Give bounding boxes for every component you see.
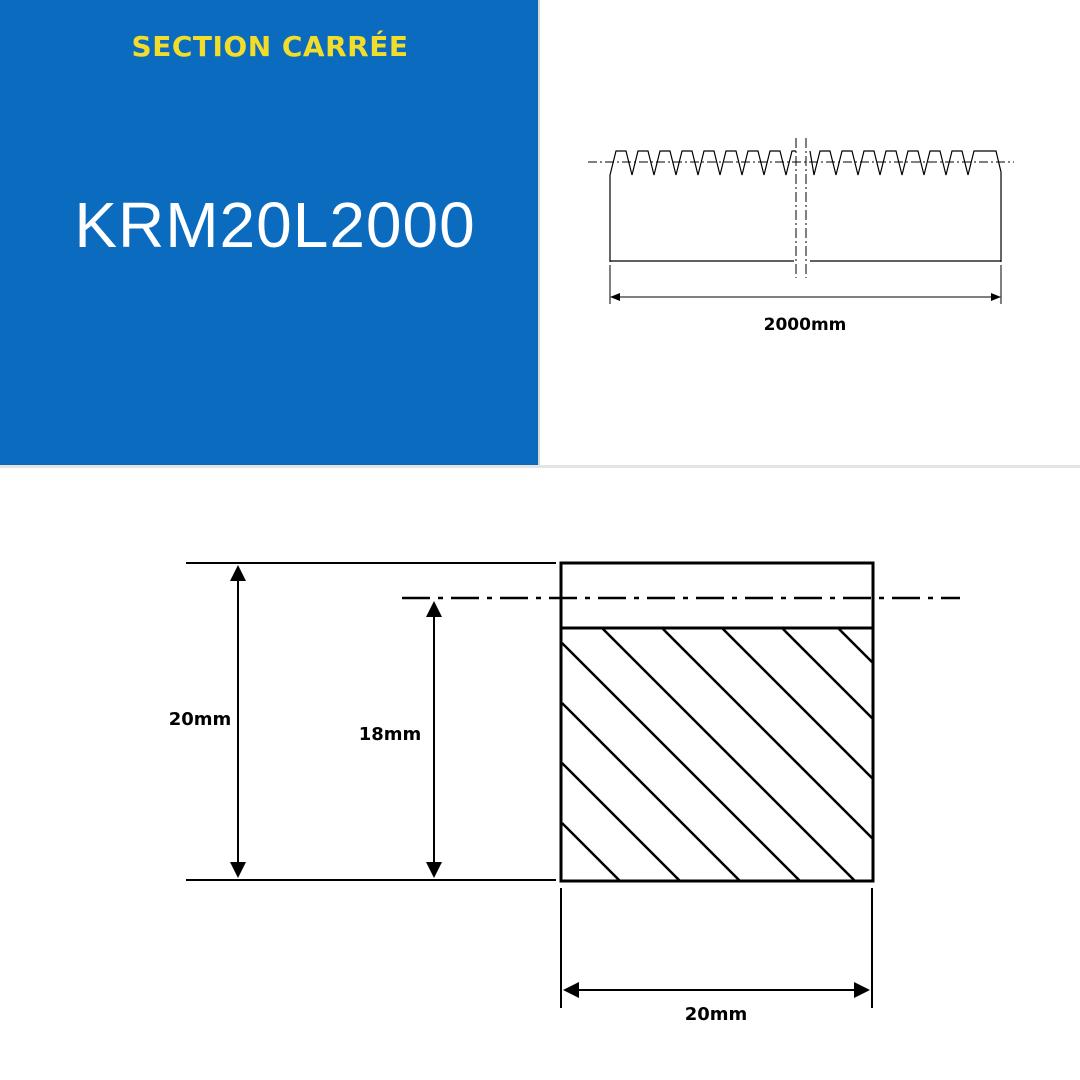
height-arrow-bottom xyxy=(230,862,246,878)
title-panel: SECTION CARRÉE KRM20L2000 xyxy=(0,0,540,466)
part-number: KRM20L2000 xyxy=(74,189,476,261)
pitch-height-arrow-top xyxy=(426,601,442,617)
rack-teeth-left xyxy=(609,150,796,176)
rack-length-label: 2000mm xyxy=(764,315,847,335)
rack-side-view-drawing: 2000mm xyxy=(588,138,1014,335)
width-arrow-right xyxy=(854,982,870,998)
rack-teeth-right xyxy=(809,150,1002,176)
section-type-label: SECTION CARRÉE xyxy=(131,30,409,63)
width-arrow-left xyxy=(563,982,579,998)
length-arrow-right xyxy=(991,293,1001,301)
height-arrow-top xyxy=(230,565,246,581)
panel-divider xyxy=(0,465,1080,468)
section-square xyxy=(559,561,875,883)
height-label: 20mm xyxy=(169,709,232,730)
pitch-height-label: 18mm xyxy=(359,724,422,745)
cross-section-drawing: 20mm 18mm 20mm xyxy=(169,561,960,1025)
section-hatching xyxy=(562,628,872,881)
width-label: 20mm xyxy=(685,1004,748,1025)
pitch-height-arrow-bottom xyxy=(426,862,442,878)
rack-drawing-panel: 2000mm xyxy=(540,0,1080,466)
length-arrow-left xyxy=(610,293,620,301)
